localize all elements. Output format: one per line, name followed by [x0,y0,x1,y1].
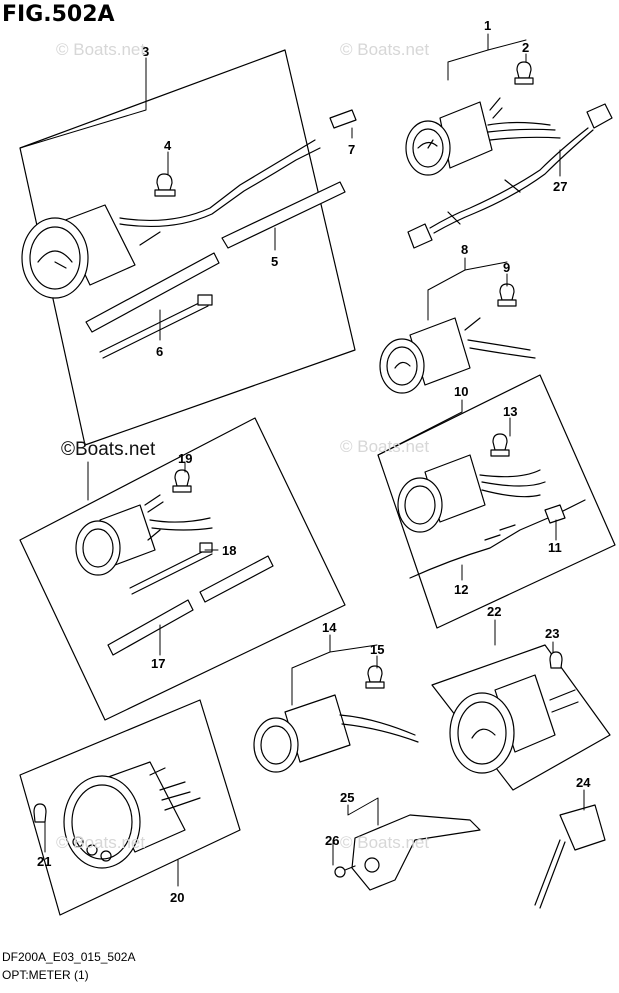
figure-subtitle: OPT:METER (1) [2,968,89,982]
callout-15: 15 [370,642,384,657]
watermark-4: © Boats.net [56,833,146,852]
watermark-dark: ©Boats.net [61,439,156,460]
group-box-10 [377,374,616,629]
callout-1: 1 [484,18,491,33]
gauge-1 [405,97,561,176]
bulb-15 [365,665,385,689]
bulb-19 [172,469,192,493]
group-box-16 [19,417,346,721]
callout-14: 14 [322,620,337,635]
callout-27: 27 [553,179,567,194]
harness-27 [407,103,613,249]
figure-code: DF200A_E03_015_502A [2,950,136,964]
callout-5: 5 [271,254,278,269]
callout-7: 7 [348,142,355,157]
callout-26: 26 [325,833,339,848]
callout-8: 8 [461,242,468,257]
callout-24: 24 [576,775,591,790]
callout-18: 18 [222,543,236,558]
gauge-3 [21,139,321,299]
gauge-22 [449,674,579,774]
callout-12: 12 [454,582,468,597]
callout-22: 22 [487,604,501,619]
watermark-1: © Boats.net [56,40,146,59]
tube-5 [85,181,346,333]
wire-12 [409,499,586,579]
gauge-16 [75,494,213,576]
tie-18 [129,542,213,595]
bulb-9 [497,283,517,307]
callouts: 1 2 3 4 7 27 5 8 9 6 10 13 19 18 11 12 2… [37,18,591,905]
bulb-4 [154,173,176,197]
callout-6: 6 [156,344,163,359]
group-box-3 [19,49,356,446]
bracket-25 [351,814,481,891]
bulb-13 [490,433,510,457]
callout-21: 21 [37,854,51,869]
callout-13: 13 [503,404,517,419]
watermark-2: © Boats.net [340,40,430,59]
callout-3: 3 [142,44,149,59]
leader-lines [19,33,585,887]
bulb-23 [549,651,563,669]
callout-19: 19 [178,451,192,466]
gauge-10 [397,454,546,533]
tie-6 [99,294,213,359]
callout-4: 4 [164,138,172,153]
gauge-14 [253,694,419,773]
callout-25: 25 [340,790,354,805]
callout-20: 20 [170,890,184,905]
bracket-24 [534,804,606,909]
tube-17 [107,555,274,656]
callout-9: 9 [503,260,510,275]
callout-23: 23 [545,626,559,641]
callout-10: 10 [454,384,468,399]
watermark-5: © Boats.net [340,833,430,852]
gauge-20 [63,761,201,869]
connector-7 [329,109,357,129]
bulb-21 [33,803,47,823]
screw-26 [334,865,356,878]
figure-title: FIG.502A [2,2,115,27]
bulb-2 [514,61,534,85]
callout-17: 17 [151,656,165,671]
callout-2: 2 [522,40,529,55]
watermark-3: © Boats.net [340,437,430,456]
gauge-8 [379,317,536,394]
group-box-20 [19,699,241,916]
callout-11: 11 [548,540,562,555]
